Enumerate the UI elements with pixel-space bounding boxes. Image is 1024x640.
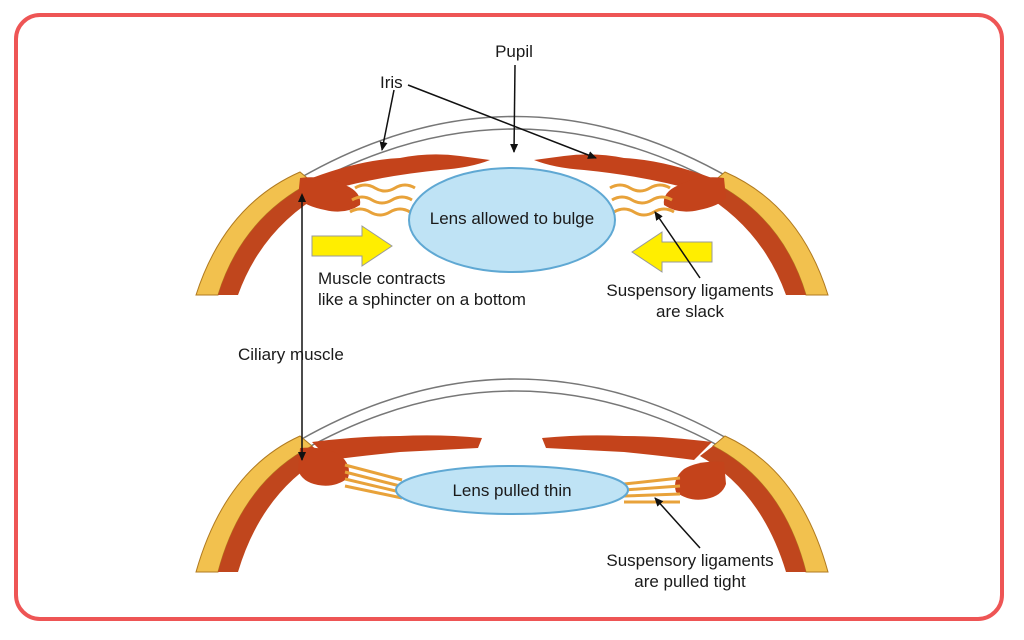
top-ligament-right (609, 183, 671, 193)
suspensory-tight-label-1: Suspensory ligaments (606, 551, 773, 570)
top-eye (195, 115, 829, 296)
pupil-pointer (510, 64, 519, 153)
suspensory-slack-label-2: are slack (656, 302, 725, 321)
top-choroid-right (700, 182, 806, 295)
iris-pointer-left (379, 89, 395, 151)
bottom-ligament-right (623, 476, 681, 504)
lens-thin-label: Lens pulled thin (452, 481, 571, 500)
top-iris-right (534, 154, 712, 190)
yellow-arrow-right (311, 225, 393, 267)
yellow-arrow-left (631, 231, 713, 273)
top-ciliary-left (298, 177, 361, 212)
bottom-ciliary-right (675, 461, 726, 500)
muscle-contracts-label-1: Muscle contracts (318, 269, 446, 288)
top-ciliary-right (663, 177, 726, 212)
top-ligament-left (354, 183, 416, 193)
suspensory-tight-label-2: are pulled tight (634, 572, 746, 591)
slack-ligament-pointer (654, 211, 701, 279)
bottom-cornea (299, 378, 731, 441)
diagram-frame (14, 13, 1004, 621)
iris-pointer-right (407, 84, 597, 159)
top-choroid-left (218, 182, 325, 295)
bottom-choroid-right (700, 446, 806, 572)
suspensory-slack-label-1: Suspensory ligaments (606, 281, 773, 300)
muscle-contracts-label-2: like a sphincter on a bottom (318, 290, 526, 309)
bottom-lens (395, 465, 629, 515)
bottom-ciliary-left (298, 447, 349, 486)
tight-ligament-pointer (654, 497, 701, 549)
pointer-lines (298, 64, 701, 549)
bottom-choroid-left (218, 446, 325, 572)
bottom-iris-right (542, 435, 712, 460)
iris-label: Iris (380, 73, 403, 92)
lens-bulge-label: Lens allowed to bulge (430, 209, 594, 228)
bottom-iris-left (312, 435, 482, 460)
pupil-label: Pupil (495, 42, 533, 61)
top-iris-left (312, 154, 490, 190)
bottom-ligament-left (344, 463, 403, 500)
bottom-eye (195, 378, 829, 573)
top-lens (408, 167, 616, 273)
ciliary-muscle-label: Ciliary muscle (238, 345, 344, 364)
